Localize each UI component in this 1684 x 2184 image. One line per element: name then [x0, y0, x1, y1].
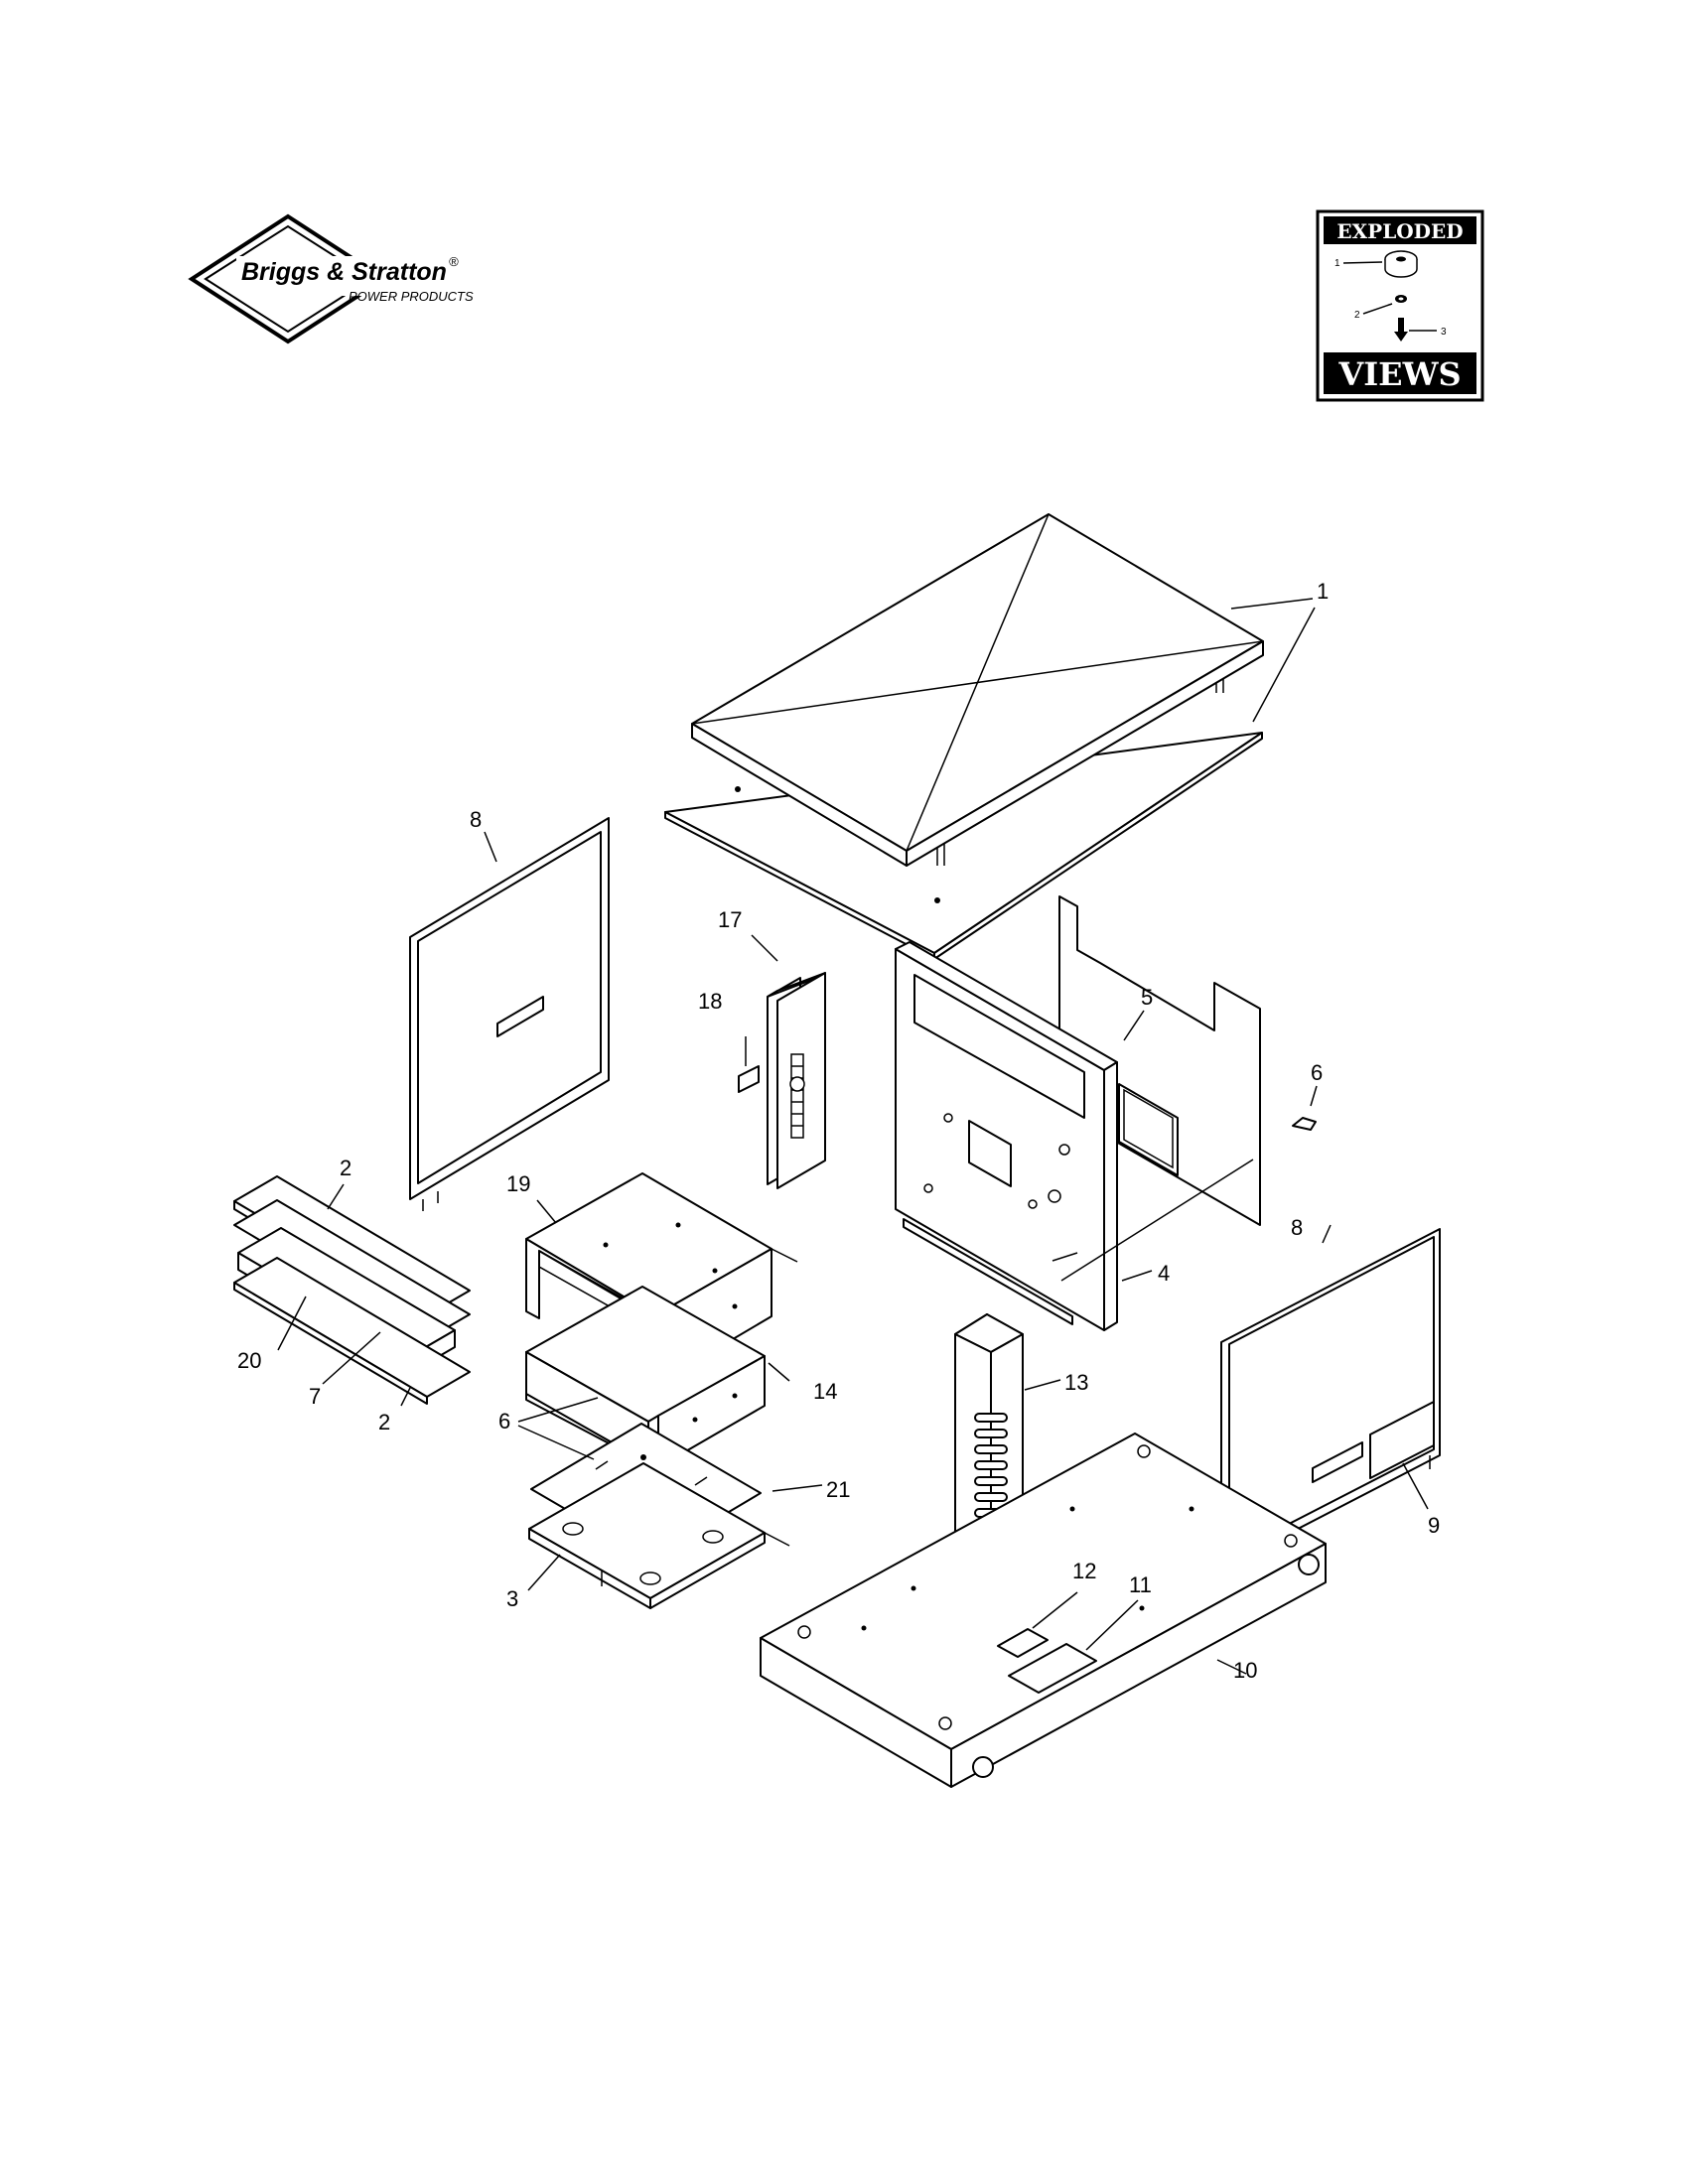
callout-6-lower: 6	[498, 1409, 510, 1433]
part-decal-18	[738, 1065, 760, 1093]
part-rear-panel	[1058, 895, 1261, 1226]
callout-11: 11	[1129, 1572, 1152, 1597]
part-side-panel-right	[1220, 1228, 1441, 1574]
part-base-tray	[528, 1462, 790, 1609]
callout-8-left: 8	[470, 807, 482, 832]
callout-19: 19	[506, 1171, 530, 1196]
callout-18: 18	[698, 989, 722, 1014]
brand-trademark: ®	[449, 254, 459, 269]
brand-division: POWER PRODUCTS	[349, 289, 474, 304]
badge-callout-2: 2	[1354, 310, 1360, 321]
callout-8-right: 8	[1291, 1215, 1303, 1240]
brand-logo: Briggs & Stratton ® POWER PRODUCTS	[188, 213, 474, 344]
part-roof	[664, 513, 1264, 960]
part-front-panel	[895, 941, 1118, 1331]
screw-icon	[1394, 318, 1408, 341]
part-panel-stack	[233, 1175, 471, 1405]
callout-13: 13	[1064, 1370, 1088, 1395]
callout-1: 1	[1317, 579, 1329, 604]
callout-2-top: 2	[340, 1156, 351, 1180]
callout-9: 9	[1428, 1513, 1440, 1538]
part-control-bracket	[767, 972, 826, 1189]
callout-12: 12	[1072, 1559, 1096, 1583]
badge-callout-3: 3	[1441, 327, 1447, 338]
brand-name: Briggs & Stratton	[241, 258, 447, 286]
callout-4: 4	[1158, 1261, 1170, 1286]
exploded-views-badge: EXPLODED 1 2 3 VIEWS	[1316, 209, 1484, 402]
callout-numbers: 1 8 17 18 5 6 4 19 2 20 7 2 14 13 6 21 3…	[237, 579, 1440, 1683]
part-base-frame	[760, 1433, 1327, 1788]
callout-5: 5	[1141, 985, 1153, 1010]
callout-21: 21	[826, 1477, 850, 1502]
badge-callout-1: 1	[1334, 258, 1340, 269]
callout-10: 10	[1233, 1658, 1257, 1683]
callout-6-right: 6	[1311, 1060, 1323, 1085]
callout-17: 17	[718, 907, 742, 932]
part-side-panel-left	[409, 817, 610, 1211]
callout-14: 14	[813, 1379, 837, 1404]
leader-lines	[277, 598, 1429, 1675]
callout-2-bottom: 2	[378, 1410, 390, 1434]
callout-20: 20	[237, 1348, 261, 1373]
badge-bottom-word: VIEWS	[1337, 355, 1461, 393]
callout-7: 7	[309, 1384, 321, 1409]
badge-top-word: EXPLODED	[1336, 219, 1463, 243]
callout-3: 3	[506, 1586, 518, 1611]
part-clip-right	[1292, 1117, 1317, 1131]
